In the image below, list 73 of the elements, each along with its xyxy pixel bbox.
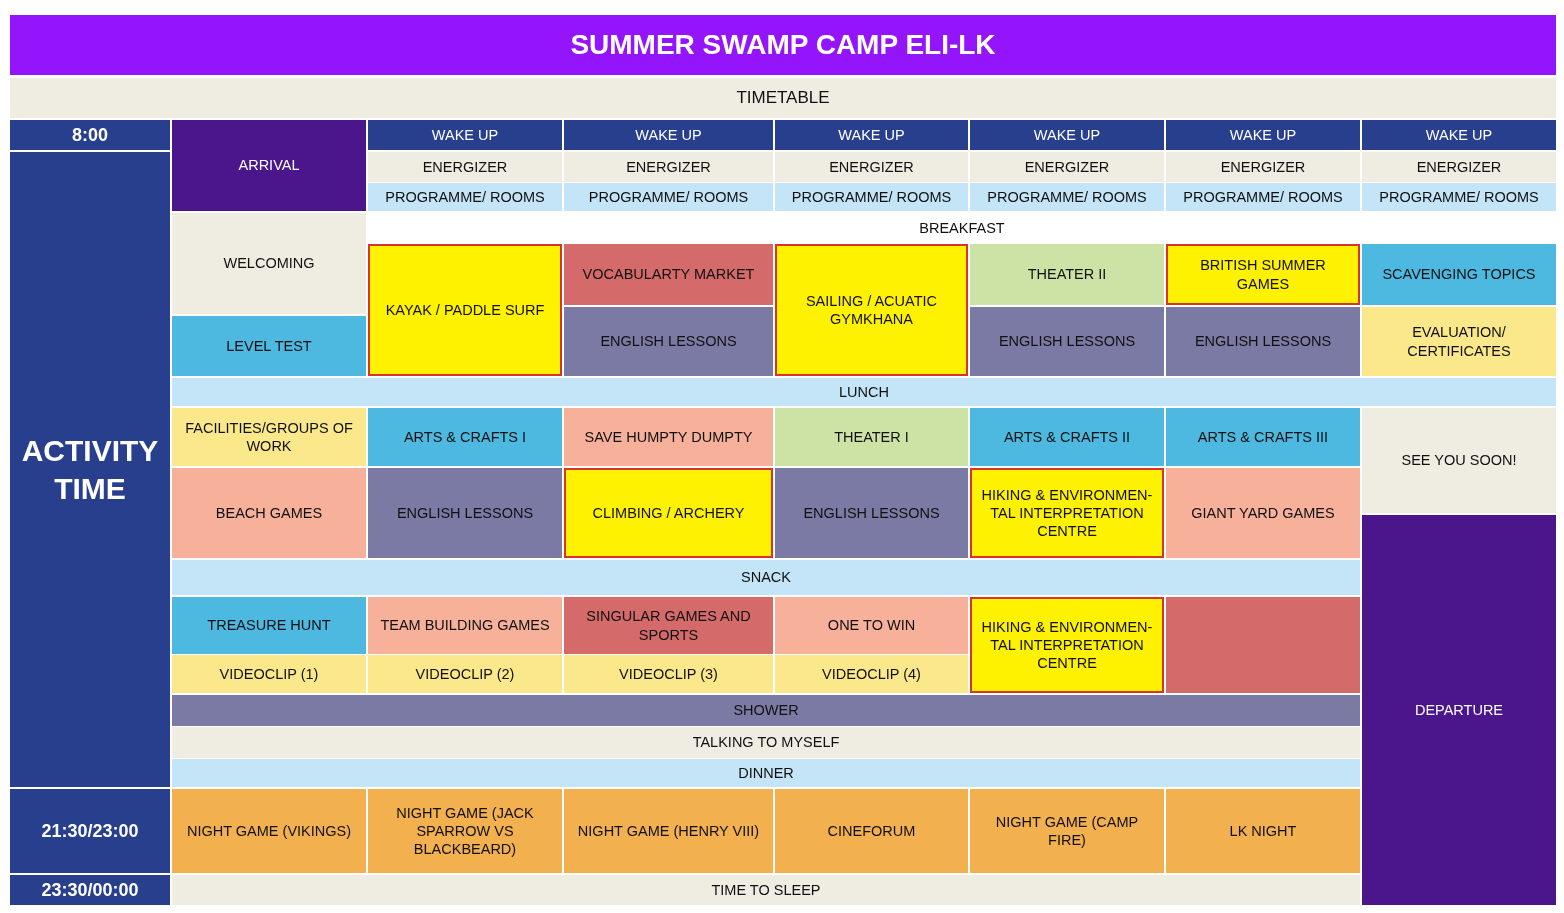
schedule-slot: ENERGIZER bbox=[368, 152, 562, 182]
schedule-slot: ARTS & CRAFTS III bbox=[1166, 408, 1360, 466]
schedule-slot: EVALUATION/ CERTIFICATES bbox=[1362, 307, 1556, 376]
schedule-slot: NIGHT GAME (HENRY VIII) bbox=[564, 789, 773, 873]
schedule-slot: NIGHT GAME (VIKINGS) bbox=[172, 789, 366, 873]
schedule-slot: ENGLISH LESSONS bbox=[1166, 307, 1360, 376]
schedule-slot: VIDEOCLIP (2) bbox=[368, 655, 562, 693]
schedule-slot: KAYAK / PADDLE SURF bbox=[368, 244, 562, 376]
schedule-slot: BEACH GAMES bbox=[172, 468, 366, 558]
schedule-slot: LK NIGHT bbox=[1166, 789, 1360, 873]
schedule-slot: CLIMBING / ARCHERY bbox=[564, 468, 773, 558]
schedule-slot: DINNER bbox=[172, 759, 1360, 787]
schedule-slot: TEAM BUILDING GAMES bbox=[368, 597, 562, 654]
schedule-slot: WAKE UP bbox=[368, 120, 562, 150]
schedule-slot: VIDEOCLIP (1) bbox=[172, 655, 366, 693]
schedule-slot: PROGRAMME/ ROOMS bbox=[564, 183, 773, 211]
schedule-slot: VIDEOCLIP (3) bbox=[564, 655, 773, 693]
section-header: TIMETABLE bbox=[10, 78, 1556, 118]
schedule-slot: SAILING / ACUATIC GYMKHANA bbox=[775, 244, 968, 376]
schedule-slot: ENERGIZER bbox=[564, 152, 773, 182]
time-period-label: ACTIVITY TIME bbox=[10, 152, 170, 787]
schedule-slot: VOCABULARTY MARKET bbox=[564, 244, 773, 305]
schedule-slot: BRITISH SUMMER GAMES bbox=[1166, 244, 1360, 305]
title-banner: SUMMER SWAMP CAMP ELI-LK bbox=[10, 15, 1556, 75]
schedule-slot: TIME TO SLEEP bbox=[172, 875, 1360, 905]
schedule-slot: ENGLISH LESSONS bbox=[970, 307, 1164, 376]
schedule-slot: LEVEL TEST bbox=[172, 316, 366, 376]
schedule-slot: ONE TO WIN bbox=[775, 597, 968, 654]
schedule-slot: ENERGIZER bbox=[1166, 152, 1360, 182]
schedule-slot: WAKE UP bbox=[564, 120, 773, 150]
schedule-slot: GIANT YARD GAMES bbox=[1166, 468, 1360, 558]
schedule-slot: THEATER I bbox=[775, 408, 968, 466]
schedule-slot: ARTS & CRAFTS I bbox=[368, 408, 562, 466]
schedule-slot: ENERGIZER bbox=[775, 152, 968, 182]
schedule-slot: PROGRAMME/ ROOMS bbox=[368, 183, 562, 211]
schedule-slot: WAKE UP bbox=[1166, 120, 1360, 150]
schedule-slot: PROGRAMME/ ROOMS bbox=[970, 183, 1164, 211]
schedule-slot: TALKING TO MYSELF bbox=[172, 727, 1360, 758]
schedule-slot: SHOWER bbox=[172, 695, 1360, 726]
schedule-slot: SAVE HUMPTY DUMPTY bbox=[564, 408, 773, 466]
schedule-slot bbox=[1166, 597, 1360, 693]
schedule-slot: FACILITIES/GROUPS OF WORK bbox=[172, 408, 366, 466]
schedule-slot: SCAVENGING TOPICS bbox=[1362, 244, 1556, 305]
schedule-slot: ARRIVAL bbox=[172, 120, 366, 211]
schedule-slot: PROGRAMME/ ROOMS bbox=[1166, 183, 1360, 211]
schedule-slot: SINGULAR GAMES AND SPORTS bbox=[564, 597, 773, 654]
schedule-slot: NIGHT GAME (CAMP FIRE) bbox=[970, 789, 1164, 873]
schedule-slot: HIKING & ENVIRONMEN- TAL INTERPRETATION CENTRE bbox=[970, 597, 1164, 693]
schedule-slot: LUNCH bbox=[172, 378, 1556, 406]
time-slot-label: 21:30/23:00 bbox=[10, 789, 170, 873]
schedule-slot: CINEFORUM bbox=[775, 789, 968, 873]
schedule-slot: WAKE UP bbox=[1362, 120, 1556, 150]
schedule-slot: VIDEOCLIP (4) bbox=[775, 655, 968, 693]
schedule-slot: SEE YOU SOON! bbox=[1362, 408, 1556, 513]
schedule-slot: ENGLISH LESSONS bbox=[368, 468, 562, 558]
schedule-slot: ENGLISH LESSONS bbox=[775, 468, 968, 558]
schedule-slot: WELCOMING bbox=[172, 213, 366, 314]
schedule-slot: DEPARTURE bbox=[1362, 515, 1556, 905]
time-slot-label: 8:00 bbox=[10, 120, 170, 150]
schedule-slot: THEATER II bbox=[970, 244, 1164, 305]
schedule-slot: TREASURE HUNT bbox=[172, 597, 366, 654]
time-slot-label: 23:30/00:00 bbox=[10, 875, 170, 905]
schedule-slot: ARTS & CRAFTS II bbox=[970, 408, 1164, 466]
schedule-slot: SNACK bbox=[172, 560, 1360, 595]
schedule-slot: NIGHT GAME (JACK SPARROW VS BLACKBEARD) bbox=[368, 789, 562, 873]
schedule-slot: WAKE UP bbox=[775, 120, 968, 150]
schedule-slot: ENGLISH LESSONS bbox=[564, 307, 773, 376]
schedule-slot: ENERGIZER bbox=[1362, 152, 1556, 182]
schedule-slot: PROGRAMME/ ROOMS bbox=[775, 183, 968, 211]
schedule-slot: ENERGIZER bbox=[970, 152, 1164, 182]
schedule-slot: WAKE UP bbox=[970, 120, 1164, 150]
schedule-slot: PROGRAMME/ ROOMS bbox=[1362, 183, 1556, 211]
schedule-slot: HIKING & ENVIRONMEN- TAL INTERPRETATION CENTRE bbox=[970, 468, 1164, 558]
